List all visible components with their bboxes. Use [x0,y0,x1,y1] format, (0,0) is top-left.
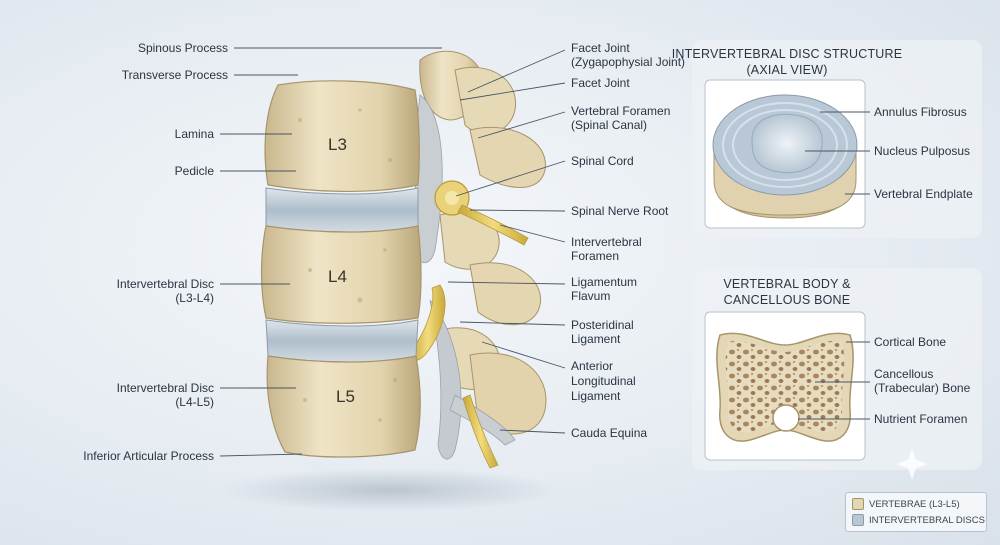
vertebra-label-l4: L4 [328,267,347,286]
cauda-equina-nerve [462,394,499,469]
label-transverse-process: Transverse Process [122,68,228,82]
cancellous-bone-shape [725,340,845,433]
bone-panel-title-line2: CANCELLOUS BONE [724,293,851,307]
label-cauda-equina: Cauda Equina [571,426,647,440]
label-spinal-nerve-root: Spinal Nerve Root [571,204,669,218]
legend: VERTEBRAE (L3-L5) INTERVERTEBRAL DISCS [845,492,987,532]
label-vertebral-foramen-line1: Vertebral Foramen [571,104,670,118]
ligament-lower [429,299,462,460]
right-labels: Facet Joint (Zygapophysial Joint) Facet … [447,41,685,440]
vertebral-body-l3 [264,80,420,193]
sparkle-icon [896,448,928,480]
legend-label-vertebrae: VERTEBRAE (L3-L5) [869,498,960,510]
label-nucleus-pulposus: Nucleus Pulposus [874,144,970,158]
disc-l3-l4 [265,187,419,233]
label-spinal-cord: Spinal Cord [571,154,634,168]
vertebrae-swatch-icon [852,498,864,510]
transverse-process-l3 [469,126,546,188]
label-cancellous-line1: Cancellous [874,367,933,381]
bone-panel-title-line1: VERTEBRAL BODY & [723,277,851,291]
label-intervertebral-foramen-line2: Foramen [571,249,619,263]
label-spinous-process: Spinous Process [138,41,228,55]
label-disc-l3-l4-line2: (L3-L4) [175,291,214,305]
nucleus-pulposus-shape [751,113,823,174]
leader-inferior-articular-process [219,453,303,457]
disc-structure-panel: INTERVERTEBRAL DISC STRUCTURE (AXIAL VIE… [672,40,982,238]
leader-ligamentum-flavum [447,281,566,285]
ground-shadow [220,468,560,512]
label-cancellous-line2: (Trabecular) Bone [874,381,971,395]
label-anterior-ligament-line2: Longitudinal [571,374,636,388]
superior-facet [454,66,517,134]
leader-facet-joint-zyg [467,49,566,93]
label-disc-l4-l5-line1: Intervertebral Disc [117,381,214,395]
vertebral-body-l4 [260,225,422,324]
disc-panel-title-line2: (AXIAL VIEW) [746,63,827,77]
bone-texture [298,108,398,422]
disc-l4-l5 [265,319,419,363]
label-facet-joint-zyg-line1: Facet Joint [571,41,630,55]
label-facet-joint-zyg-line2: (Zygapophysial Joint) [571,55,685,69]
leader-spinal-cord [455,160,566,197]
disc-swatch-icon [852,514,864,526]
legend-label-discs: INTERVERTEBRAL DISCS [869,514,985,526]
spinous-process-l4 [469,262,542,326]
label-posterior-ligament-line2: Ligament [571,332,621,346]
label-lamina: Lamina [175,127,215,141]
label-cortical-bone: Cortical Bone [874,335,946,349]
label-pedicle: Pedicle [175,164,215,178]
leader-cauda-equina [499,429,566,434]
legend-item-vertebrae: VERTEBRAE (L3-L5) [852,497,960,511]
label-anterior-ligament-line1: Anterior [571,359,613,373]
label-disc-l3-l4-line1: Intervertebral Disc [117,277,214,291]
leader-spinal-nerve-root [469,209,566,212]
nutrient-foramen-shape [772,404,800,432]
leader-facet-joint [459,82,566,101]
label-disc-l4-l5-line2: (L4-L5) [175,395,214,409]
annulus-ring-1 [722,102,848,188]
vertebral-body-l5 [266,355,421,458]
label-annulus-fibrosus: Annulus Fibrosus [874,105,967,119]
leader-anterior-ligament [481,341,566,369]
annulus-ring-2 [732,109,838,181]
label-ligamentum-flavum-line1: Ligamentum [571,275,637,289]
label-facet-joint: Facet Joint [571,76,630,90]
spinal-cord-center [445,191,459,205]
label-inferior-articular-process: Inferior Articular Process [83,449,214,463]
label-vertebral-foramen-line2: (Spinal Canal) [571,118,647,132]
label-anterior-ligament-line3: Ligament [571,389,621,403]
leader-posterior-ligament [459,321,566,326]
leader-vertebral-foramen [477,111,566,139]
label-intervertebral-foramen-line1: Intervertebral [571,235,642,249]
label-ligamentum-flavum-line2: Flavum [571,289,610,303]
leader-intervertebral-foramen [499,224,566,243]
label-vertebral-endplate: Vertebral Endplate [874,187,973,201]
cancellous-bone-panel: VERTEBRAL BODY & CANCELLOUS BONE Cortica… [692,268,982,470]
spinal-nerve-root [457,204,529,246]
label-posterior-ligament-line1: Posteridinal [571,318,634,332]
label-nutrient-foramen: Nutrient Foramen [874,412,967,426]
spine-illustration: L3 L4 L5 [260,50,547,469]
vertebra-label-l3: L3 [328,135,347,154]
left-labels: Spinous Process Transverse Process Lamin… [83,41,442,463]
disc-panel-title-line1: INTERVERTEBRAL DISC STRUCTURE [672,47,903,61]
vertebra-label-l5: L5 [336,387,355,406]
legend-item-discs: INTERVERTEBRAL DISCS [852,513,985,527]
